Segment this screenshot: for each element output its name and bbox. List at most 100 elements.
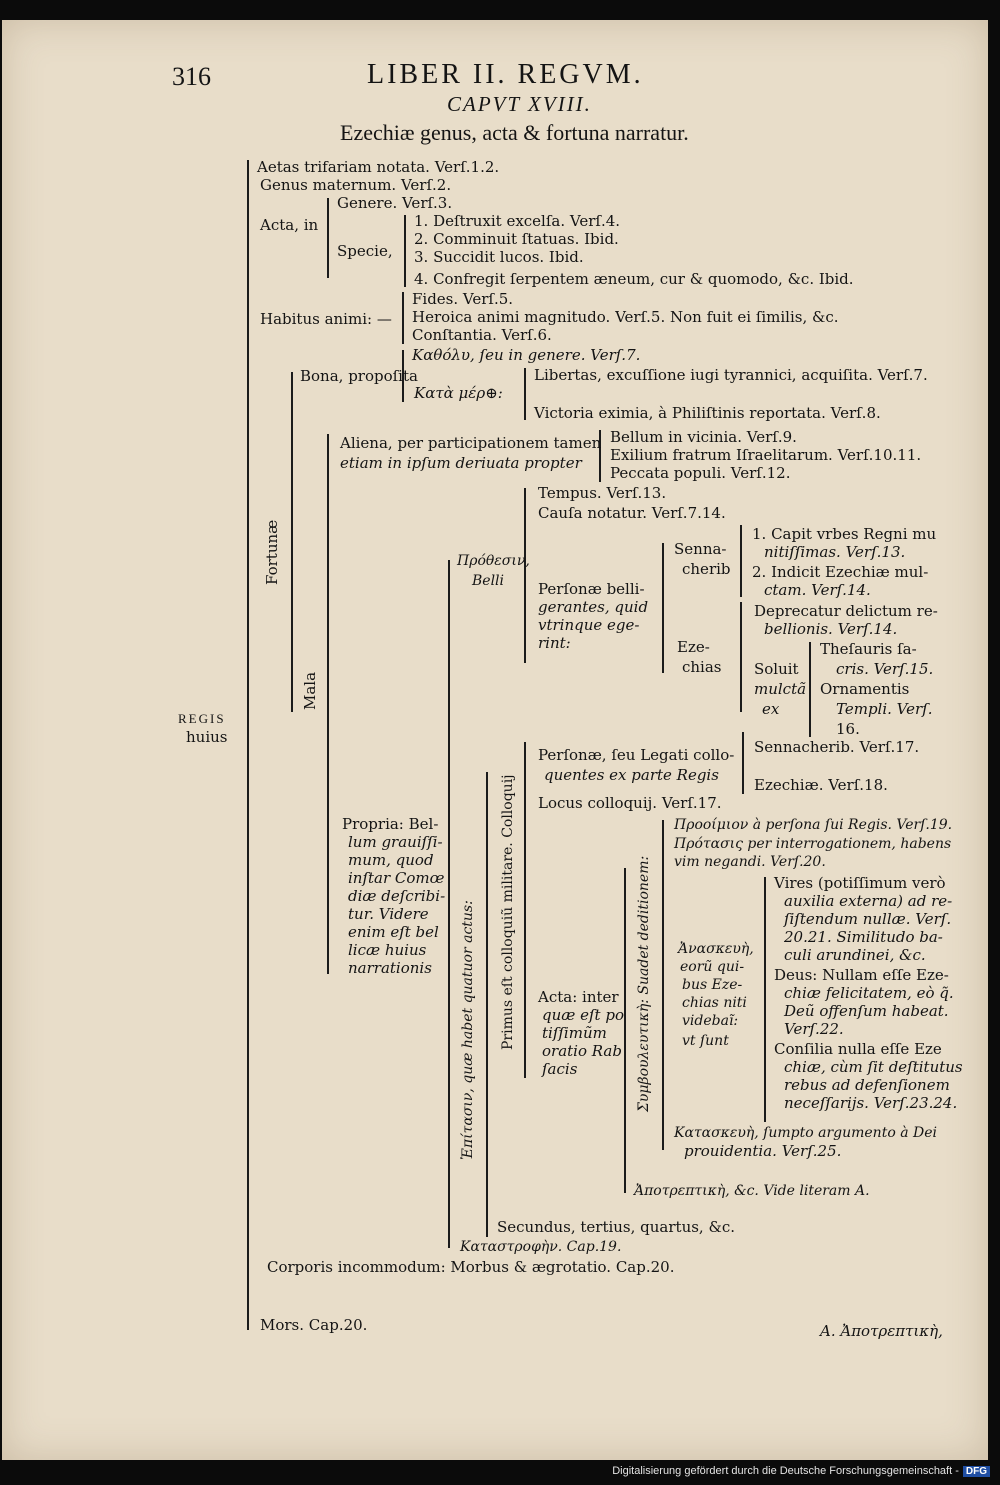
consilia-line-3: rebus ad defenſionem <box>784 1076 950 1094</box>
katholou-entry: Καθόλυ, ſeu in genere. Verſ.7. <box>412 346 641 364</box>
sennacherib-17: Sennacherib. Verſ.17. <box>754 738 920 756</box>
running-title: LIBER II. REGVM. <box>367 59 644 90</box>
footer-text: Digitalisierung gefördert durch die Deut… <box>612 1465 959 1477</box>
deus-line-2: chiæ felicitatem, eò q̃. <box>784 984 954 1002</box>
anaskeue-line-4: chias niti <box>682 995 747 1011</box>
anaskeue-line-6: vt ſunt <box>682 1033 729 1049</box>
epitasis-label: Ἐπίτασιν, quæ habet quatuor actus: <box>460 900 476 1160</box>
fortunae-label: Fortunæ <box>263 519 281 585</box>
bracket-senna <box>740 525 742 597</box>
bracket-epitasis-acts <box>486 772 488 1237</box>
aliena-item-3: Peccata populi. Verſ.12. <box>610 464 791 482</box>
acta-oratio-line-5: ſacis <box>542 1060 578 1078</box>
bona-label: Bona, propoſita <box>300 367 418 385</box>
consilia-line-2: chiæ, cùm ſit deſtitutus <box>784 1058 963 1076</box>
senna-item-3: 2. Indicit Ezechiæ mul- <box>752 563 929 581</box>
bracket-epitasis <box>448 560 450 1248</box>
soluit-line-3: ex <box>762 700 780 718</box>
page-number: 316 <box>172 62 211 91</box>
soluit-line-2: mulctã <box>754 680 807 698</box>
ezechias-line-1: Eze- <box>677 638 710 656</box>
acta-oratio-line-1: Acta: inter <box>538 988 619 1006</box>
specie-item-2: 2. Comminuit ſtatuas. Ibid. <box>414 230 619 248</box>
footer-attribution: Digitalisierung gefördert durch die Deut… <box>612 1465 990 1477</box>
bracket-personae <box>662 543 664 673</box>
bracket-protasis <box>524 488 526 663</box>
catchword: A. Ἀποτρεπτικὴ, <box>820 1322 943 1340</box>
anaskeue-line-1: Ἀνασκευὴ, <box>678 941 754 957</box>
protasis-label: Πρόθεσιν, <box>457 553 530 569</box>
book-page: 316 LIBER II. REGVM. CAPVT XVIII. Ezechi… <box>2 20 988 1460</box>
bracket-legati <box>742 732 744 794</box>
legati-line-1: Perſonæ, ſeu Legati collo- <box>538 746 735 764</box>
libertas-entry: Libertas, excuſſione iugi tyrannici, acq… <box>534 366 928 384</box>
anaskeue-line-3: bus Eze- <box>682 977 743 993</box>
senna-item-4: ctam. Verſ.14. <box>764 581 871 599</box>
primus-label: Primus eſt colloquiũ militare. Colloquij <box>500 774 516 1050</box>
aliena-item-1: Bellum in vicinia. Verſ.9. <box>610 428 797 446</box>
bracket-oratio <box>662 820 664 1150</box>
specie-item-3: 3. Succidit lucos. Ibid. <box>414 248 584 266</box>
genere-entry: Genere. Verſ.3. <box>337 194 453 212</box>
locus-entry: Locus colloquij. Verſ.17. <box>538 794 722 812</box>
habitus-item-1: Fides. Verſ.5. <box>412 290 514 308</box>
prooimion-entry: Προοίμιον à perſona ſui Regis. Verſ.19. <box>674 817 953 833</box>
consilia-line-4: neceſſarijs. Verſ.23.24. <box>784 1094 958 1112</box>
katastrophe-entry: Καταστροφὴν. Cap.19. <box>460 1239 622 1255</box>
specie-item-4: 4. Confregit ſerpentem æneum, cur & quom… <box>414 270 854 288</box>
propria-line-7: enim eſt bel <box>348 923 439 941</box>
personae-line-2: gerantes, quid <box>538 598 649 616</box>
belli-label: Belli <box>472 573 505 589</box>
senna-line-2: cherib <box>682 560 731 578</box>
causa-entry: Cauſa notatur. Verſ.7.14. <box>538 504 726 522</box>
senna-item-1: 1. Capit vrbes Regni mu <box>752 525 937 543</box>
protasis2-line-1: Πρότασις per interrogationem, habens <box>674 836 952 852</box>
aliena-item-2: Exilium fratrum Iſraelitarum. Verſ.10.11… <box>610 446 922 464</box>
thesauris-line-1: Theſauris ſa- <box>820 640 917 658</box>
propria-line-9: narrationis <box>348 959 432 977</box>
bracket-soluit <box>809 642 811 737</box>
ornamentis-line-1: Ornamentis <box>820 680 910 698</box>
symbouleutike-label: Συμβουλευτικὴ: Suadet deditionem: <box>636 855 652 1112</box>
vires-line-1: Vires (potiſſimum verò <box>774 874 946 892</box>
acta-oratio-line-2: quæ eſt po <box>542 1006 624 1024</box>
vires-line-2: auxilia externa) ad re- <box>784 892 953 910</box>
kata-meros-label: Κατὰ μέρ⊕: <box>414 384 503 402</box>
acta-oratio-line-3: tiſſimũm <box>542 1024 607 1042</box>
chapter-subtitle: Ezechiæ genus, acta & fortuna narratur. <box>340 120 689 145</box>
bracket-specie <box>404 215 406 287</box>
habitus-label: Habitus animi: — <box>260 310 392 328</box>
propria-line-2: lum grauiſſi- <box>348 833 443 851</box>
bracket-anaskeue <box>764 877 766 1122</box>
secundus-entry: Secundus, tertius, quartus, &c. <box>497 1218 735 1236</box>
mors-entry: Mors. Cap.20. <box>260 1316 368 1334</box>
deprecatur-line-1: Deprecatur delictum re- <box>754 602 938 620</box>
legati-line-2: quentes ex parte Regis <box>544 766 719 784</box>
consilia-line-1: Conſilia nulla eſſe Eze <box>774 1040 942 1058</box>
propria-line-8: licæ huius <box>348 941 427 959</box>
corporis-entry: Corporis incommodum: Morbus & ægrotatio.… <box>267 1258 675 1276</box>
thesauris-line-2: cris. Verſ.15. <box>836 660 934 678</box>
bracket-symbouleutike <box>624 868 626 1193</box>
bracket-aliena <box>599 430 601 482</box>
root-label-huius: huius <box>186 728 228 746</box>
senna-item-2: nitiſſimas. Verſ.13. <box>764 543 906 561</box>
senna-line-1: Senna- <box>674 540 727 558</box>
bracket-habitus <box>402 292 404 344</box>
personae-line-3: vtrinque ege- <box>538 616 640 634</box>
vires-line-5: culi arundinei, &c. <box>784 946 926 964</box>
tempus-entry: Tempus. Verſ.13. <box>538 484 667 502</box>
bracket-main <box>247 160 249 1330</box>
kataskeue-line-2: prouidentia. Verſ.25. <box>684 1142 842 1160</box>
personae-line-1: Perſonæ belli- <box>538 580 645 598</box>
genus-entry: Genus maternum. Verſ.2. <box>260 176 452 194</box>
anaskeue-line-2: eorũ qui- <box>680 959 745 975</box>
kataskeue-line-1: Κατασκευὴ, ſumpto argumento à Dei <box>674 1125 937 1141</box>
mala-label: Mala <box>301 671 319 710</box>
apotreptike-entry: Ἀποτρεπτικὴ, &c. Vide literam A. <box>634 1183 870 1199</box>
aliena-line-2: etiam in ipſum deriuata propter <box>340 454 582 472</box>
ornamentis-line-2: Templi. Verſ. <box>836 700 933 718</box>
propria-line-5: diæ deſcribi- <box>348 887 446 905</box>
propria-line-1: Propria: Bel- <box>342 815 439 833</box>
bracket-kata <box>524 368 526 420</box>
